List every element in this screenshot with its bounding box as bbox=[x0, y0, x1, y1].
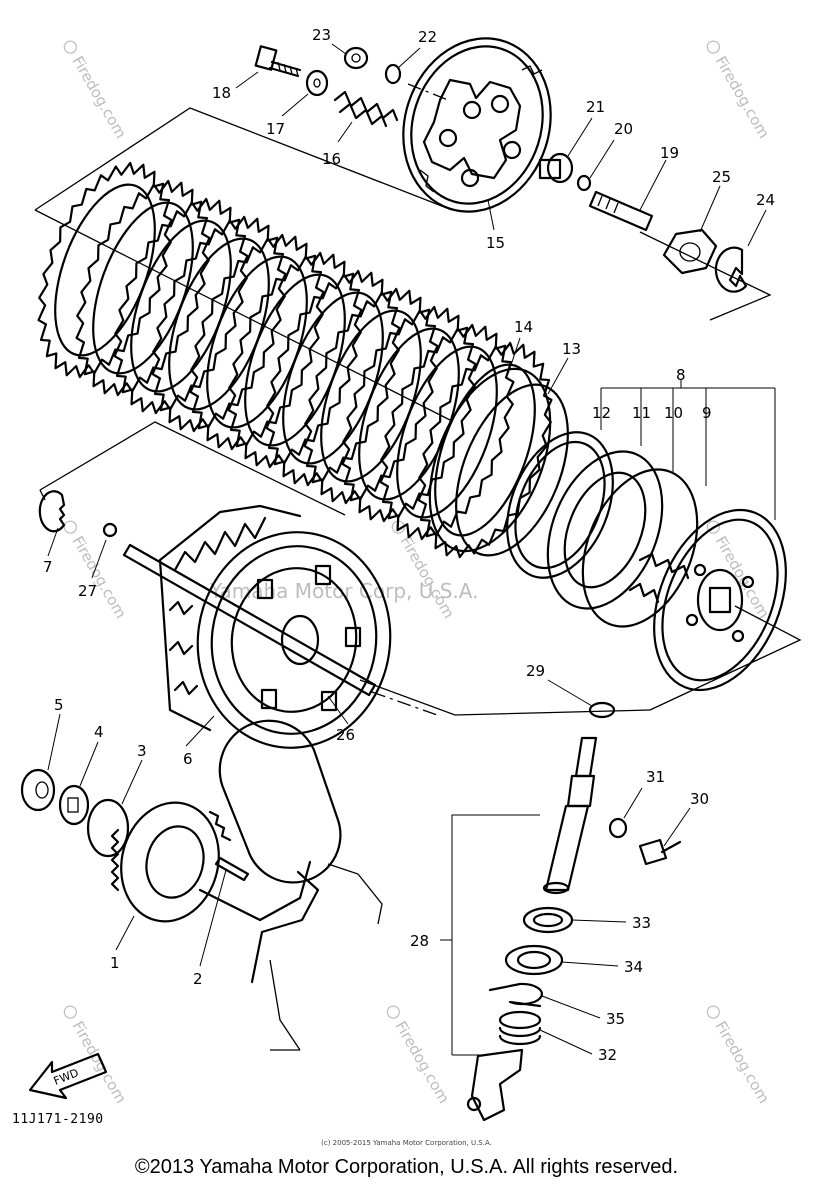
nut bbox=[343, 46, 369, 70]
callout-11: 11 bbox=[632, 404, 651, 422]
watermark-faint-text: Yamaha Motor Corp, U.S.A. bbox=[209, 579, 478, 603]
group-boundaries bbox=[34, 107, 802, 1056]
o-ring bbox=[576, 174, 592, 192]
clutch-parts-diagram: Firedog.com Firedog.com Firedog.com Fire… bbox=[20, 26, 802, 1122]
diagram-code: 11J171-2190 bbox=[12, 1112, 104, 1127]
callout-20: 20 bbox=[614, 120, 633, 138]
clutch-boss bbox=[628, 508, 787, 692]
callout-28: 28 bbox=[410, 932, 429, 950]
clutch-plate bbox=[455, 383, 569, 557]
small-copyright: (c) 2005-2015 Yamaha Motor Corporation, … bbox=[321, 1139, 492, 1147]
clutch-plate bbox=[428, 367, 552, 553]
callout-13: 13 bbox=[562, 340, 581, 358]
washer bbox=[305, 69, 329, 97]
clutch-plate-stack bbox=[37, 161, 569, 559]
friction-plate bbox=[113, 197, 249, 415]
callout-31: 31 bbox=[646, 768, 665, 786]
callout-7: 7 bbox=[43, 558, 53, 576]
clutch-housing bbox=[122, 504, 392, 749]
callout-34: 34 bbox=[624, 958, 643, 976]
friction-plate bbox=[189, 233, 325, 451]
push-lever-assembly bbox=[466, 736, 682, 1122]
bolt bbox=[254, 45, 302, 78]
callout-16: 16 bbox=[322, 150, 341, 168]
callout-27: 27 bbox=[78, 582, 97, 600]
callout-19: 19 bbox=[660, 144, 679, 162]
push-plate bbox=[538, 152, 574, 184]
lock-washer bbox=[714, 246, 748, 293]
watermark-text: Firedog.com bbox=[69, 53, 130, 141]
steel-plate bbox=[303, 287, 439, 505]
small-washer bbox=[384, 63, 402, 85]
callout-6: 6 bbox=[183, 750, 193, 768]
friction-plate bbox=[265, 269, 401, 487]
callout-3: 3 bbox=[137, 742, 147, 760]
callout-9: 9 bbox=[702, 404, 712, 422]
callout-12: 12 bbox=[592, 404, 611, 422]
steel-plate bbox=[75, 179, 211, 397]
clutch-boss-assembly bbox=[506, 431, 787, 692]
lock-washer-7 bbox=[38, 490, 66, 533]
callout-17: 17 bbox=[266, 120, 285, 138]
push-rod bbox=[588, 190, 654, 232]
friction-plate bbox=[341, 305, 477, 523]
ball bbox=[102, 522, 118, 538]
callout-30: 30 bbox=[690, 790, 709, 808]
callout-4: 4 bbox=[94, 723, 104, 741]
callout-32: 32 bbox=[598, 1046, 617, 1064]
steel-plate bbox=[227, 251, 363, 469]
watermark-text: Firedog.com bbox=[392, 1018, 453, 1106]
callout-33: 33 bbox=[632, 914, 651, 932]
callout-21: 21 bbox=[586, 98, 605, 116]
primary-drive-gear-assembly bbox=[20, 719, 383, 1051]
friction-plate bbox=[37, 161, 173, 379]
callout-29: 29 bbox=[526, 662, 545, 680]
callout-26: 26 bbox=[336, 726, 355, 744]
o-ring bbox=[588, 701, 616, 719]
callout-14: 14 bbox=[514, 318, 533, 336]
plate-inner-edge bbox=[434, 363, 536, 537]
pressure-plate-assembly bbox=[254, 37, 748, 293]
callout-15: 15 bbox=[486, 234, 505, 252]
watermark-text: Firedog.com bbox=[69, 533, 130, 621]
watermark-text: Firedog.com bbox=[712, 53, 773, 141]
copyright-notice: ©2013 Yamaha Motor Corporation, U.S.A. A… bbox=[134, 1156, 679, 1178]
clutch-plate bbox=[581, 468, 699, 628]
watermark-text: Firedog.com bbox=[712, 1018, 773, 1106]
callout-23: 23 bbox=[312, 26, 331, 44]
steel-plate bbox=[151, 215, 287, 433]
callout-18: 18 bbox=[212, 84, 231, 102]
friction-plate bbox=[417, 341, 553, 559]
callout-5: 5 bbox=[54, 696, 64, 714]
plate-inner-edge bbox=[396, 345, 498, 519]
spring bbox=[333, 90, 399, 122]
pressure-plate bbox=[402, 37, 552, 213]
steel-plate bbox=[379, 323, 515, 541]
callout-8: 8 bbox=[676, 366, 686, 384]
callout-25: 25 bbox=[712, 168, 731, 186]
callout-10: 10 bbox=[664, 404, 683, 422]
leader-lines bbox=[47, 43, 767, 1055]
lock-nut bbox=[662, 228, 718, 275]
clutch-plate bbox=[546, 450, 664, 610]
callout-22: 22 bbox=[418, 28, 437, 46]
callout-24: 24 bbox=[756, 191, 775, 209]
callout-2: 2 bbox=[193, 970, 203, 988]
callout-labels: 1 2 3 4 5 6 7 8 9 10 11 12 13 14 15 16 1… bbox=[43, 26, 775, 1064]
clutch-plate bbox=[506, 431, 614, 579]
callout-1: 1 bbox=[110, 954, 120, 972]
callout-35: 35 bbox=[606, 1010, 625, 1028]
